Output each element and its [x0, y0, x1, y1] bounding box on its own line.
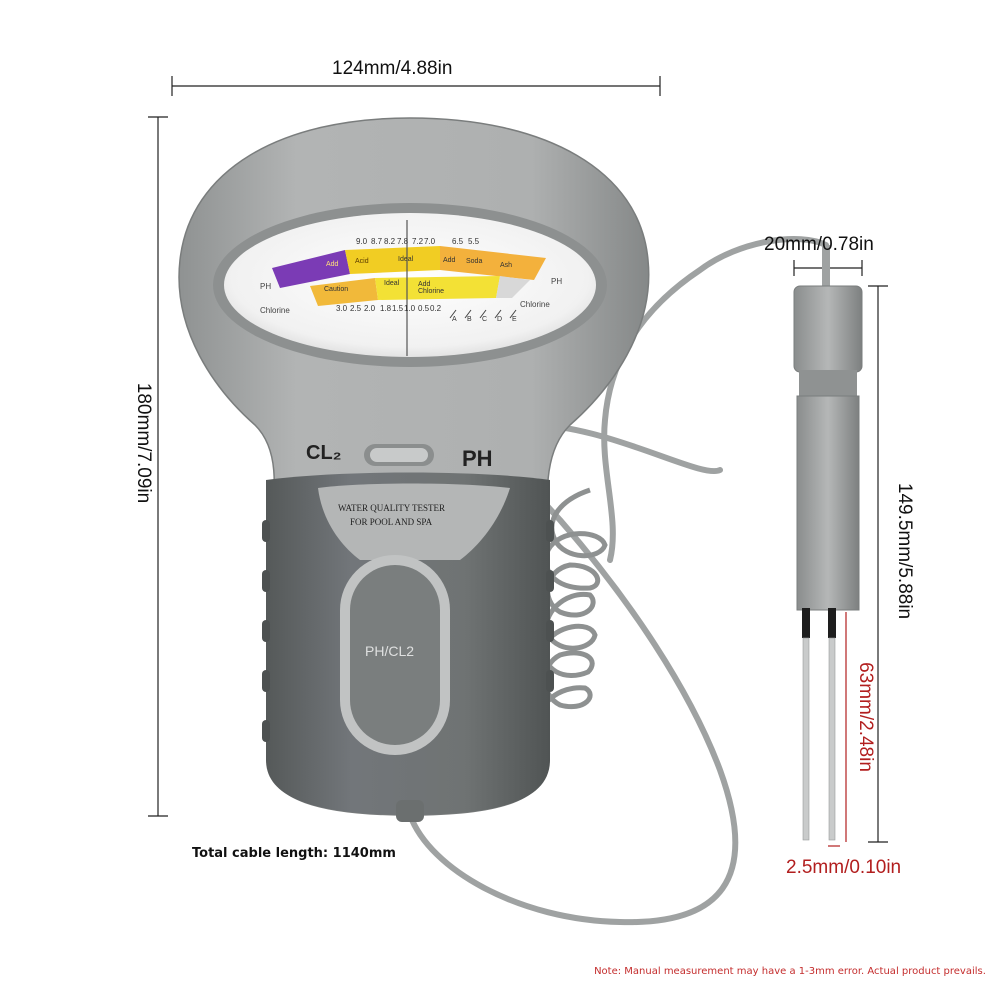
cable-length-label: Total cable length: 1140mm — [192, 846, 396, 861]
cl-band-yellow — [375, 276, 500, 300]
probe-pin-right — [828, 637, 836, 841]
height-dimension-line — [148, 116, 168, 817]
ph-band-yellow — [345, 246, 440, 274]
probe-neck — [799, 370, 857, 398]
measurement-note: Note: Manual measurement may have a 1-3m… — [594, 966, 986, 977]
pin-length-label: 63mm/2.48in — [855, 662, 876, 772]
ph-cl2-button[interactable] — [350, 565, 440, 745]
probe-length-dimension-line — [868, 285, 888, 843]
cl-band-gray — [496, 276, 530, 298]
ph-tick: 8.2 — [384, 237, 396, 246]
switch-label-cl2: CL₂ — [306, 442, 342, 464]
scale-letter: E — [512, 316, 517, 323]
cl-band-orange — [310, 278, 378, 306]
probe-cap — [793, 285, 863, 373]
ph-tick: 5.5 — [468, 237, 480, 246]
switch-label-ph: PH — [462, 446, 493, 471]
cl-zone: Caution — [324, 286, 349, 293]
grip-ridges — [262, 520, 554, 742]
ph-zone: Soda — [466, 258, 483, 265]
product-title-line1: WATER QUALITY TESTER — [338, 503, 445, 513]
label-panel — [318, 483, 510, 560]
ph-tick: 7.2 — [412, 237, 424, 246]
width-label: 124mm/4.88in — [332, 58, 453, 79]
ph-tick: 8.7 — [371, 237, 383, 246]
ph-band-purple — [272, 250, 350, 288]
probe-pin-left — [802, 637, 810, 841]
cl-tick: 3.0 — [336, 304, 348, 313]
ph-tick: 6.5 — [452, 237, 464, 246]
cl-tick: 1.0 — [404, 304, 416, 313]
probe-length-label: 149.5mm/5.88in — [894, 482, 915, 620]
ph-tick: 7.0 — [424, 237, 436, 246]
scale-letter: B — [467, 316, 472, 323]
ph-tick: 9.0 — [356, 237, 368, 246]
scale-tick-marks — [449, 309, 517, 319]
probe-handle — [796, 395, 860, 611]
cable-exit — [396, 800, 424, 822]
ph-zone: Ash — [500, 262, 513, 269]
ph-tick: 7.8 — [397, 237, 409, 246]
probe-width-label: 20mm/0.78in — [764, 234, 874, 255]
scale-letter: D — [497, 316, 503, 323]
cl-tick: 0.2 — [430, 304, 442, 313]
cl-tick: 1.8 — [380, 304, 392, 313]
product-title-line2: FOR POOL AND SPA — [350, 517, 433, 527]
button-label: PH/CL2 — [365, 643, 415, 659]
pin-width-label: 2.5mm/0.10in — [786, 857, 902, 878]
cl-zone: Ideal — [384, 280, 400, 287]
scale-letter: C — [482, 316, 488, 323]
height-label: 180mm/7.09in — [133, 382, 154, 504]
ph-zone: Add — [443, 257, 456, 264]
mode-switch[interactable] — [370, 448, 428, 462]
dial-ph-label-left: PH — [260, 282, 272, 291]
dial-chlorine-label-left: Chlorine — [260, 306, 290, 315]
ph-zone: Add — [326, 261, 339, 268]
cl-tick: 2.5 — [350, 304, 362, 313]
ph-zone: Acid — [355, 258, 369, 265]
ph-band-orange — [440, 246, 546, 280]
scale-letter: A — [452, 316, 457, 323]
probe-pin-base-right — [828, 608, 836, 638]
dial-chlorine-label-right: Chlorine — [520, 300, 550, 309]
dial-ph-label-right: PH — [551, 277, 563, 286]
ph-zone: Ideal — [398, 256, 414, 263]
cl-tick: 0.5 — [418, 304, 430, 313]
cl-tick: 2.0 — [364, 304, 376, 313]
cl-tick: 1.5 — [392, 304, 404, 313]
cl-zone: Add Chlorine — [418, 281, 445, 295]
width-dimension-line — [171, 76, 661, 96]
probe-pin-base-left — [802, 608, 810, 638]
